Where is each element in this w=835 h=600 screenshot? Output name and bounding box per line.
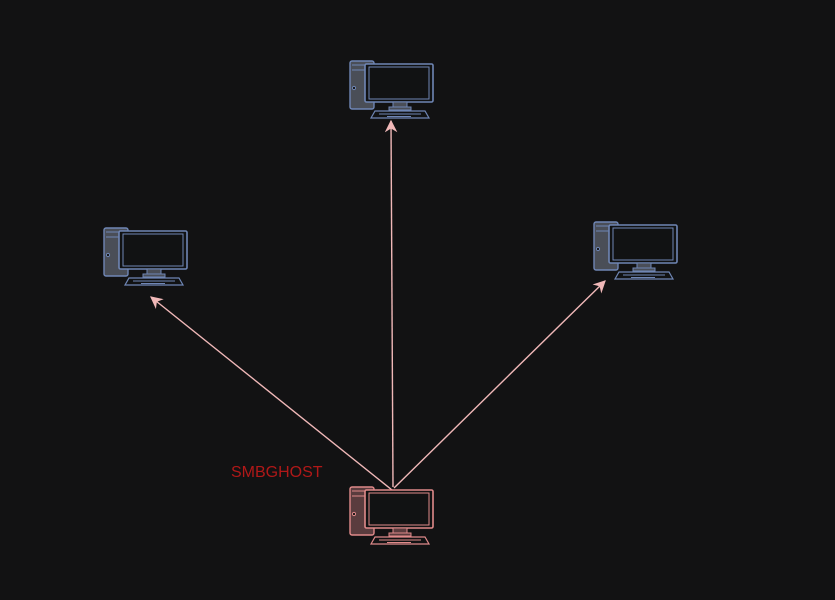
attacker-computer[interactable] bbox=[349, 486, 434, 545]
connection-arrows bbox=[150, 119, 606, 491]
target-computer-top[interactable] bbox=[349, 60, 434, 119]
target-computer-right[interactable] bbox=[593, 221, 678, 280]
desktop-computer-icon bbox=[593, 221, 678, 280]
attacker-label: SMBGHOST bbox=[231, 464, 323, 481]
arrow-to-left-computer bbox=[150, 296, 393, 491]
desktop-computer-icon bbox=[349, 486, 434, 545]
desktop-computer-icon bbox=[103, 227, 188, 286]
target-computer-left[interactable] bbox=[103, 227, 188, 286]
desktop-computer-icon bbox=[349, 60, 434, 119]
arrow-to-right-computer bbox=[393, 280, 606, 489]
arrow-to-top-computer bbox=[384, 119, 398, 488]
